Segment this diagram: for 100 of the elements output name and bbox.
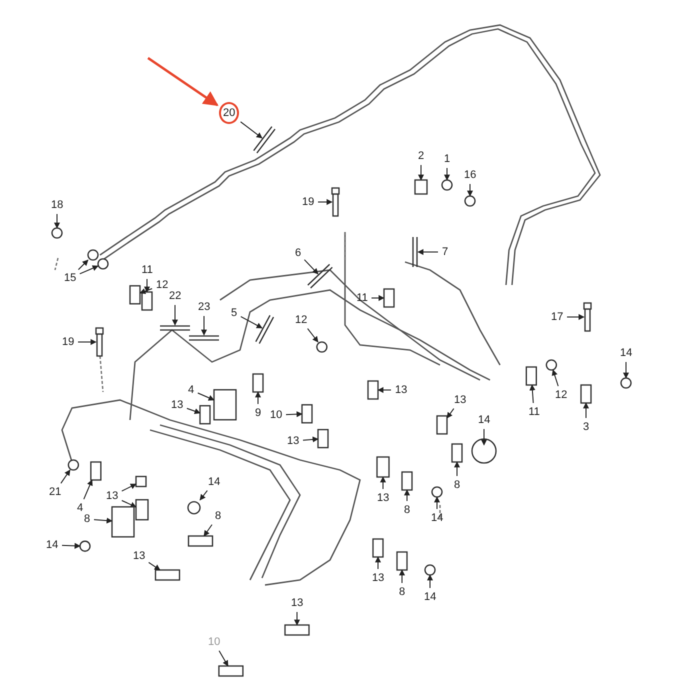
leader-line [148,562,160,570]
callout-number: 4 [186,383,196,397]
callout-number: 7 [440,245,450,259]
callout-number: 13 [370,571,386,585]
fuel-pipe [412,236,418,268]
leader-line [286,411,303,418]
callout-number: 14 [476,413,492,427]
leader-line [552,369,559,387]
leader-line [371,295,385,301]
callout-number: 9 [253,406,264,420]
callout-number: 13 [285,434,302,448]
clamp-plate [451,443,463,463]
callout-number: 8 [82,512,92,526]
nut [431,486,443,498]
clamp-plate [141,291,153,311]
callout-number: 13 [452,393,468,407]
clamp-plate [376,456,390,478]
callout-number: 13 [393,383,410,397]
callout-number: 5 [229,306,240,320]
nut [620,377,632,389]
clamp-plate [135,499,149,520]
leader-line [481,428,487,446]
leader-line [255,391,261,404]
clamp-plate [580,384,592,404]
fuel-pipe [255,314,274,344]
callout-number: 1 [442,152,452,166]
leader-line [144,278,150,293]
callout-number: 12 [553,388,570,402]
leader-line [318,199,333,205]
nut [87,249,99,261]
leader-line [417,249,438,255]
callout-number: 14 [44,538,60,552]
leader-line [78,260,88,270]
leader-line [404,489,410,502]
leader-line [54,214,60,229]
callout-number: 15 [62,271,78,285]
nut [464,195,476,207]
nut [424,564,436,576]
nut [68,459,80,471]
pointer-arrow [147,56,219,106]
callout-number: 8 [402,503,412,517]
bolt [583,302,592,332]
leader-line [201,316,207,336]
leader-line [218,650,228,667]
leader-line [529,384,536,404]
callout-number: 17 [549,310,566,324]
callout-number: 8 [397,585,408,599]
nut [187,501,201,514]
leader-line [186,408,201,414]
callout-number: 13 [169,398,186,412]
nut [546,359,558,371]
fuel-pipe [159,325,191,331]
clamp-plate [213,389,237,420]
callout-number: 4 [75,501,86,515]
callout-number: 13 [289,596,306,610]
leader-line [446,408,454,418]
fuel-pipe [253,126,276,154]
callout-number: 23 [196,300,212,314]
leader-line [200,490,208,500]
callout-number: 14 [618,346,634,360]
leader-line [197,392,215,401]
leader-line [78,339,97,345]
clamp-plate [372,538,384,558]
clamp-plate [401,471,413,491]
leader-line [172,304,178,326]
leader-line [467,184,473,197]
nut [441,179,453,191]
clamp-plate [218,665,244,677]
clamp-plate [135,476,147,488]
leader-line [375,556,381,570]
leader-line [399,569,405,584]
leader-line [240,316,263,328]
callout-number: 8 [213,509,224,523]
callout-number: 10 [206,635,222,649]
clamp-plate [317,428,329,448]
leader-line [83,479,93,500]
callout-number: 19 [300,195,316,209]
leader-line [307,328,318,342]
callout-number: 14 [429,511,446,525]
callout-number: 8 [452,478,462,492]
leader-line [418,164,424,181]
leader-line [566,314,585,320]
callout-number: 13 [131,549,148,563]
clamp-plate [383,288,395,308]
fuel-pipe [307,264,333,289]
nut [316,341,328,353]
callout-number: 3 [581,420,592,434]
leader-line [79,265,99,274]
leader-line [94,518,113,524]
clamp-plate [396,551,408,571]
nut [471,438,497,464]
callout-number: 11 [526,405,542,419]
clamp-plate [199,405,211,424]
leader-line [434,496,440,510]
leader-line [240,121,262,138]
callout-number: 19 [60,335,76,349]
clamp-plate [301,404,313,424]
callout-number: 14 [422,590,438,604]
leader-line [294,612,300,626]
leader-line [204,524,212,536]
